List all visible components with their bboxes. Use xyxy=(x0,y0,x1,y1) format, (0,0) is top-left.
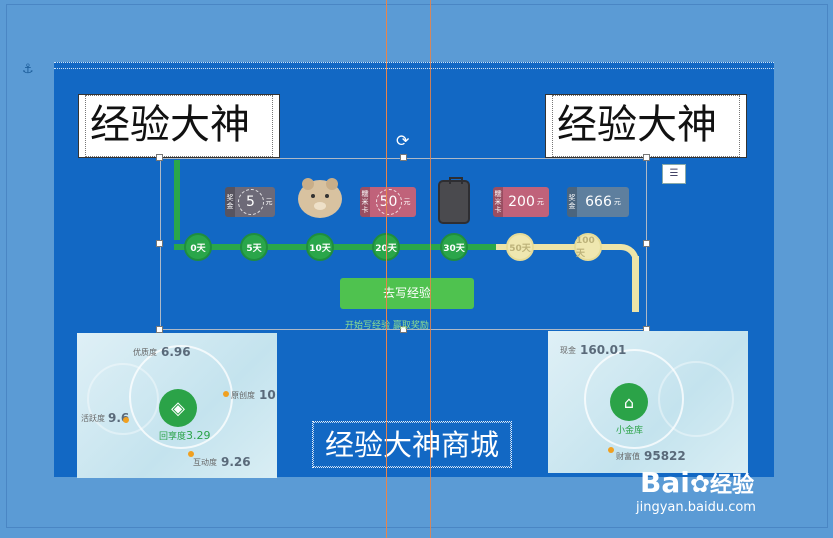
title-right[interactable]: 经验大神 xyxy=(545,94,747,158)
title-left-text: 经验大神 xyxy=(85,95,273,157)
metric-quality: 优质度 6.96 xyxy=(133,345,191,359)
resize-handle-tr[interactable] xyxy=(643,154,650,161)
track-remaining xyxy=(496,244,620,250)
canvas-frame xyxy=(6,4,828,528)
metric-dot xyxy=(188,451,194,457)
reward-tag: 奖金 xyxy=(567,187,577,217)
mall-title-text: 经验大神商城 xyxy=(313,422,511,467)
baidu-brand: Bai xyxy=(640,466,690,499)
track-start-segment xyxy=(174,160,180,240)
metric-dot xyxy=(123,417,129,423)
resize-handle-tl[interactable] xyxy=(156,154,163,161)
wallet-panel[interactable]: ⌂ 小金库 现金 160.01 财富值 95822 xyxy=(548,331,748,473)
day-marker: 0天 xyxy=(184,233,212,261)
reward-tag: 奖金 xyxy=(225,187,235,217)
suitcase-icon xyxy=(438,177,472,226)
baidu-url: jingyan.baidu.com xyxy=(636,500,756,515)
metric-activity: 活跃度 9.6 xyxy=(81,411,129,425)
center-metric: 回享度3.29 xyxy=(159,429,211,442)
metric-interaction: 互动度 9.26 xyxy=(193,455,251,469)
resize-handle-b[interactable] xyxy=(400,326,407,333)
metric-value: 6.96 xyxy=(161,345,191,359)
title-right-text: 经验大神 xyxy=(552,95,740,157)
day-marker: 5天 xyxy=(240,233,268,261)
reward-tag: 糯米卡 xyxy=(493,187,503,217)
score-panel[interactable]: ◈ 回享度3.29 优质度 6.96 原创度 10 活跃度 9.6 互动度 9.… xyxy=(77,333,277,478)
vault-icon: ⌂ xyxy=(610,383,648,421)
resize-handle-l[interactable] xyxy=(156,240,163,247)
layers-icon: ◈ xyxy=(159,389,197,427)
day-marker: 100天 xyxy=(574,233,602,261)
metric-label: 互动度 xyxy=(193,457,217,467)
metric-dot xyxy=(223,391,229,397)
track-progress xyxy=(174,244,496,250)
track-remaining-end xyxy=(632,256,639,312)
layout-options-icon[interactable]: ☰ xyxy=(662,164,686,184)
metric-label: 财富值 xyxy=(616,451,640,461)
rotate-handle-icon[interactable]: ⟳ xyxy=(396,131,410,150)
metric-cash: 现金 160.01 xyxy=(560,343,626,357)
reward-tag: 糯米卡 xyxy=(360,187,370,217)
metric-wealth: 财富值 95822 xyxy=(616,449,686,463)
mall-title[interactable]: 经验大神商城 xyxy=(312,421,512,468)
vault-label: 小金库 xyxy=(616,426,644,436)
anchor-icon[interactable]: ⚓ xyxy=(22,62,34,77)
score-ring-faint xyxy=(87,363,159,435)
metric-value: 10 xyxy=(259,388,276,402)
wallet-ring-faint xyxy=(658,361,734,437)
day-marker: 30天 xyxy=(440,233,468,261)
baidu-watermark: Bai✿经验 xyxy=(640,466,754,499)
metric-label: 现金 xyxy=(560,345,576,355)
center-metric-value: 3.29 xyxy=(186,429,211,442)
resize-handle-r[interactable] xyxy=(643,240,650,247)
title-left[interactable]: 经验大神 xyxy=(78,94,280,158)
metric-value: 9.26 xyxy=(221,455,251,469)
metric-value: 160.01 xyxy=(580,343,627,357)
metric-label: 活跃度 xyxy=(81,413,105,423)
paw-icon: ✿ xyxy=(689,470,710,498)
baidu-brand-suffix: 经验 xyxy=(709,473,754,498)
metric-dot xyxy=(608,447,614,453)
metric-label: 优质度 xyxy=(133,347,157,357)
bear-icon xyxy=(298,178,344,222)
vertical-guide[interactable] xyxy=(430,0,431,538)
vertical-guide[interactable] xyxy=(386,0,387,538)
write-experience-button[interactable]: 去写经验 xyxy=(340,278,474,309)
resize-handle-t[interactable] xyxy=(400,154,407,161)
slide-header-placeholder[interactable] xyxy=(54,62,774,69)
resize-handle-bl[interactable] xyxy=(156,326,163,333)
track-curve xyxy=(612,244,639,264)
center-metric-label: 回享度 xyxy=(159,432,187,442)
day-marker: 50天 xyxy=(506,233,534,261)
day-marker: 10天 xyxy=(306,233,334,261)
metric-label: 原创度 xyxy=(231,390,255,400)
metric-originality: 原创度 10 xyxy=(231,388,276,402)
metric-value: 95822 xyxy=(644,449,686,463)
